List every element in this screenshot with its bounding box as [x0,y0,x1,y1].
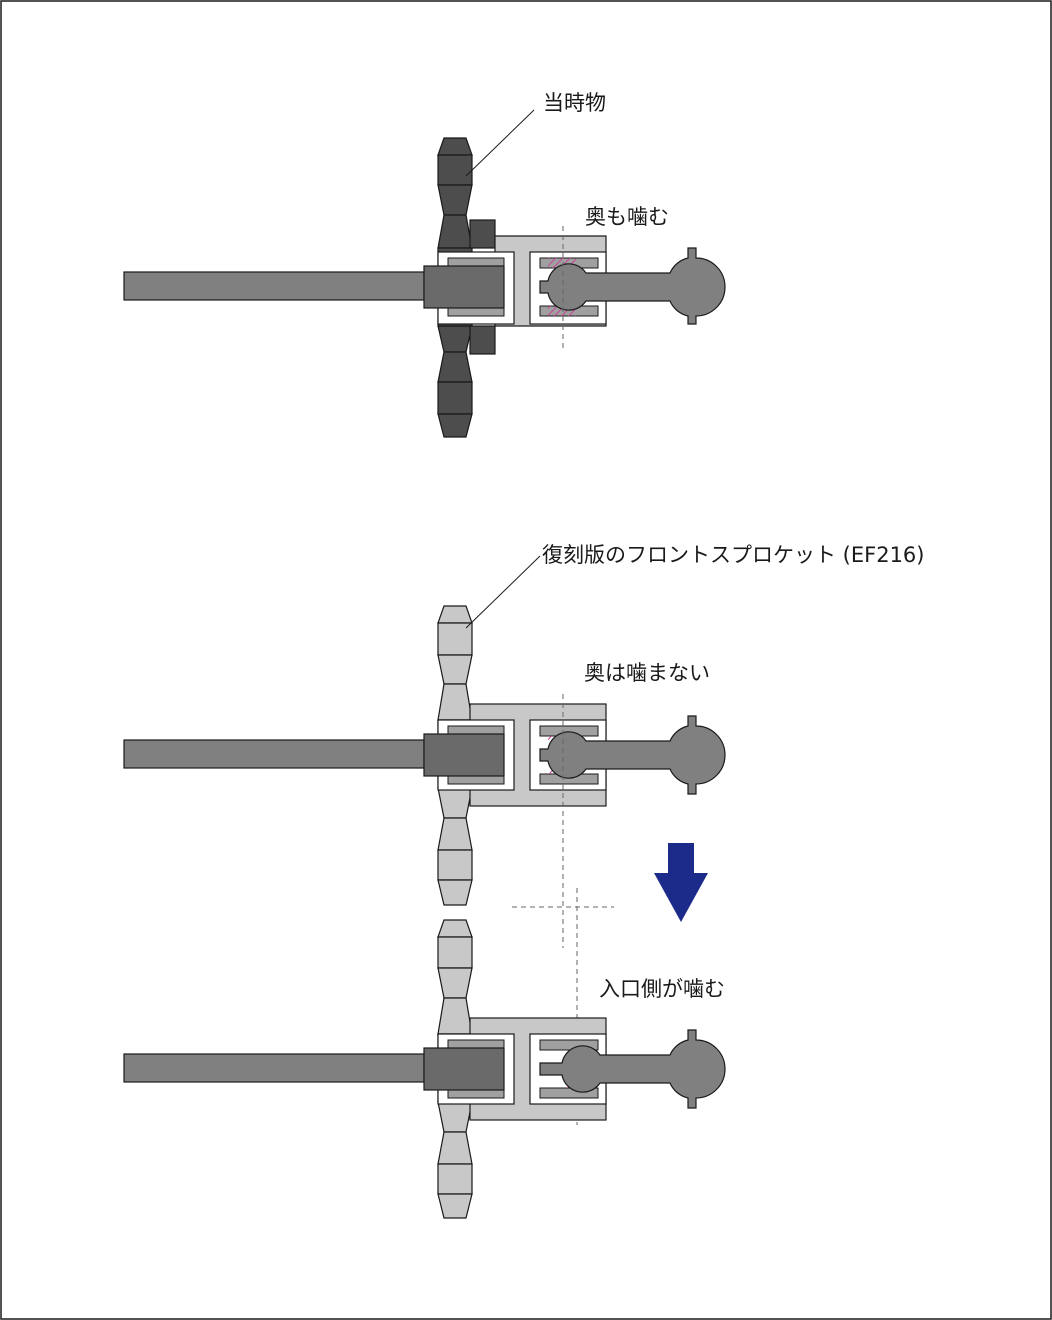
pin-arm-reissue-bottom [539,1029,726,1109]
shaft-reissue-middle [123,739,425,769]
label-top-mesh: 奥も噛む [585,205,669,229]
leader-original [465,109,535,177]
pin-arm-reissue-middle [539,715,726,795]
shaft-original [123,271,425,301]
label-reissue-part: 復刻版のフロントスプロケット (EF216) [542,543,925,567]
label-bottom-mesh: 入口側が噛む [599,977,725,1001]
pin-arm-original [539,247,726,325]
assembly-reissue-middle [123,555,726,948]
label-original-part: 当時物 [543,91,606,115]
down-arrow [654,843,708,922]
label-middle-mesh: 奥は噛まない [584,661,710,685]
leader-reissue [465,555,541,629]
shaft-reissue-bottom [123,1053,425,1083]
assembly-original [123,109,726,438]
assembly-reissue-bottom [123,919,726,1219]
